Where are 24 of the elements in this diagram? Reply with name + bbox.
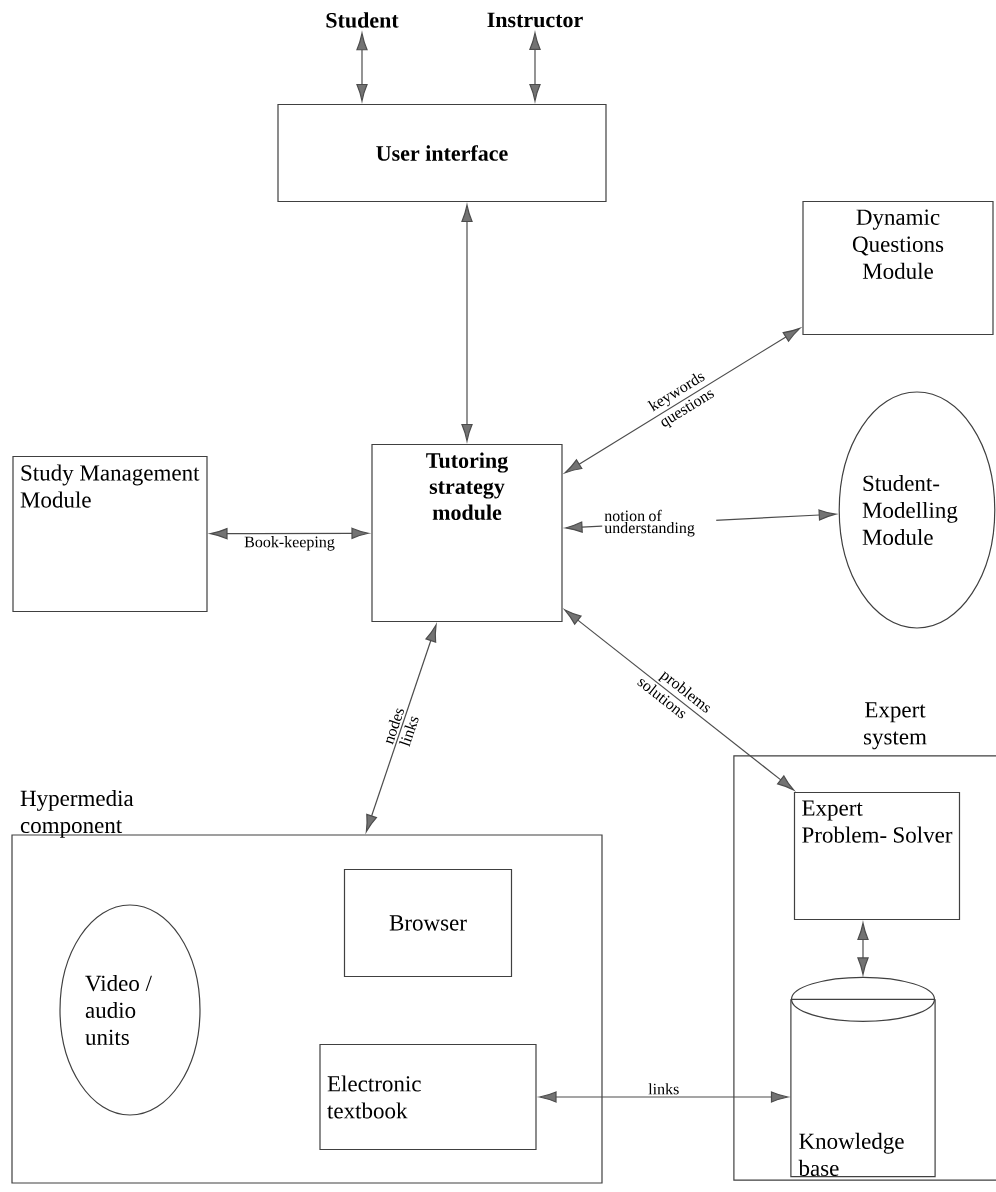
actor-label: Instructor <box>487 12 583 28</box>
arrow <box>210 527 369 540</box>
actor-label: Student <box>326 12 399 28</box>
arrow <box>564 327 801 474</box>
arrow <box>356 32 368 102</box>
database-cylinder: Knowledge base <box>790 976 936 1178</box>
node-label: Knowledge base <box>798 1132 904 1177</box>
arrow <box>529 32 541 102</box>
edge-label: links <box>648 1083 679 1095</box>
module-box: User interface <box>277 103 607 203</box>
module-box: Expert Problem- Solver <box>793 791 961 921</box>
arrow <box>857 922 869 975</box>
module-box: Electronic textbook <box>319 1043 537 1151</box>
module-box: Dynamic Questions Module <box>802 200 994 336</box>
edge-label: notion of understanding <box>602 507 717 539</box>
node-label: Hypermedia component <box>20 789 134 838</box>
arrow <box>365 624 437 833</box>
module-box: Study Management Module <box>12 455 208 613</box>
edge-label: Book-keeping <box>244 536 335 551</box>
module-box: Browser <box>343 868 513 978</box>
arrow <box>461 204 473 442</box>
module-box: Tutoring strategy module <box>371 443 563 623</box>
arrow <box>564 609 795 791</box>
arrow <box>539 1091 789 1103</box>
